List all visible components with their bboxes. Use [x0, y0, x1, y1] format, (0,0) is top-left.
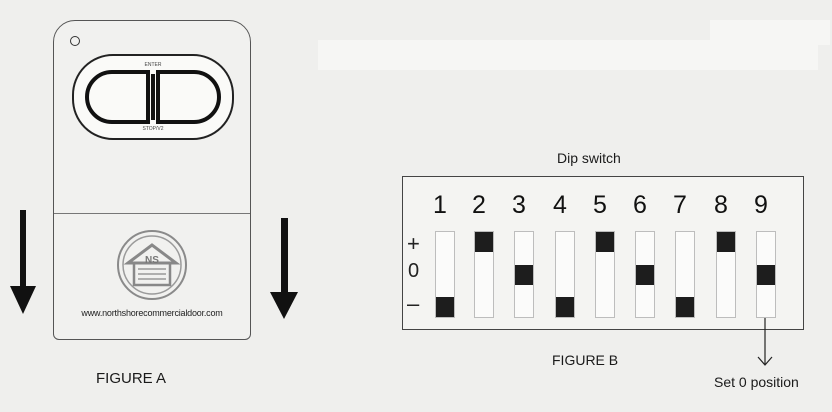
- dip-switch-number: 3: [512, 191, 526, 219]
- level-zero-label: 0: [408, 260, 420, 282]
- dip-switch-slot[interactable]: [474, 231, 494, 318]
- logo-text: NS: [145, 255, 159, 266]
- dip-switch-knob[interactable]: [556, 297, 574, 317]
- dip-switch-number: 1: [433, 191, 447, 219]
- dip-switch-number: 6: [633, 191, 647, 219]
- figure-b-caption: FIGURE B: [552, 352, 619, 368]
- dip-switch-slot[interactable]: [435, 231, 455, 318]
- dip-switch-slot[interactable]: [756, 231, 776, 318]
- paper-highlight: [710, 20, 830, 45]
- dip-switch-knob[interactable]: [475, 232, 493, 252]
- dip-switch-knob[interactable]: [717, 232, 735, 252]
- dip-switch-knob[interactable]: [636, 265, 654, 285]
- figure-a-caption: FIGURE A: [96, 370, 167, 387]
- dip-switch-slot[interactable]: [555, 231, 575, 318]
- dip-switch-slot[interactable]: [675, 231, 695, 318]
- button-bottom-label: STOP/V2: [142, 126, 164, 132]
- dip-switch-knob[interactable]: [515, 265, 533, 285]
- house-logo-icon: NS: [117, 230, 187, 300]
- dip-switch-slot[interactable]: [595, 231, 615, 318]
- arrow-down-icon: [10, 210, 36, 314]
- remote-control: ENTER STOP/V2 NS www.northshorecommercia…: [53, 20, 251, 340]
- remote-divider: [54, 213, 250, 214]
- dip-switch-number: 5: [593, 191, 607, 219]
- dip-switch-number: 2: [472, 191, 486, 219]
- paper-highlight: [318, 40, 818, 70]
- remote-button-pad: ENTER STOP/V2: [72, 54, 234, 140]
- arrow-down-icon: [270, 218, 298, 319]
- set-zero-note: Set 0 position: [714, 374, 799, 390]
- level-minus-label: –: [407, 291, 420, 316]
- dip-switch-number: 7: [673, 191, 687, 219]
- dip-switch-knob[interactable]: [596, 232, 614, 252]
- dip-switch-title: Dip switch: [557, 150, 621, 166]
- dip-switch-knob[interactable]: [676, 297, 694, 317]
- dip-switch-slot[interactable]: [635, 231, 655, 318]
- pointer-arrow-icon: [757, 318, 773, 366]
- dip-switch-number: 4: [553, 191, 567, 219]
- dip-switch-knob[interactable]: [757, 265, 775, 285]
- dip-switch-number: 8: [714, 191, 728, 219]
- keyring-hole: [70, 36, 80, 46]
- level-plus-label: +: [407, 231, 420, 256]
- remote-buttons: [85, 70, 221, 124]
- button-top-label: ENTER: [144, 62, 162, 68]
- dip-switch-knob[interactable]: [436, 297, 454, 317]
- dip-switch-number: 9: [754, 191, 768, 219]
- dip-switch-slot[interactable]: [716, 231, 736, 318]
- remote-url: www.northshorecommercialdoor.com: [81, 308, 223, 318]
- dip-switch-slot[interactable]: [514, 231, 534, 318]
